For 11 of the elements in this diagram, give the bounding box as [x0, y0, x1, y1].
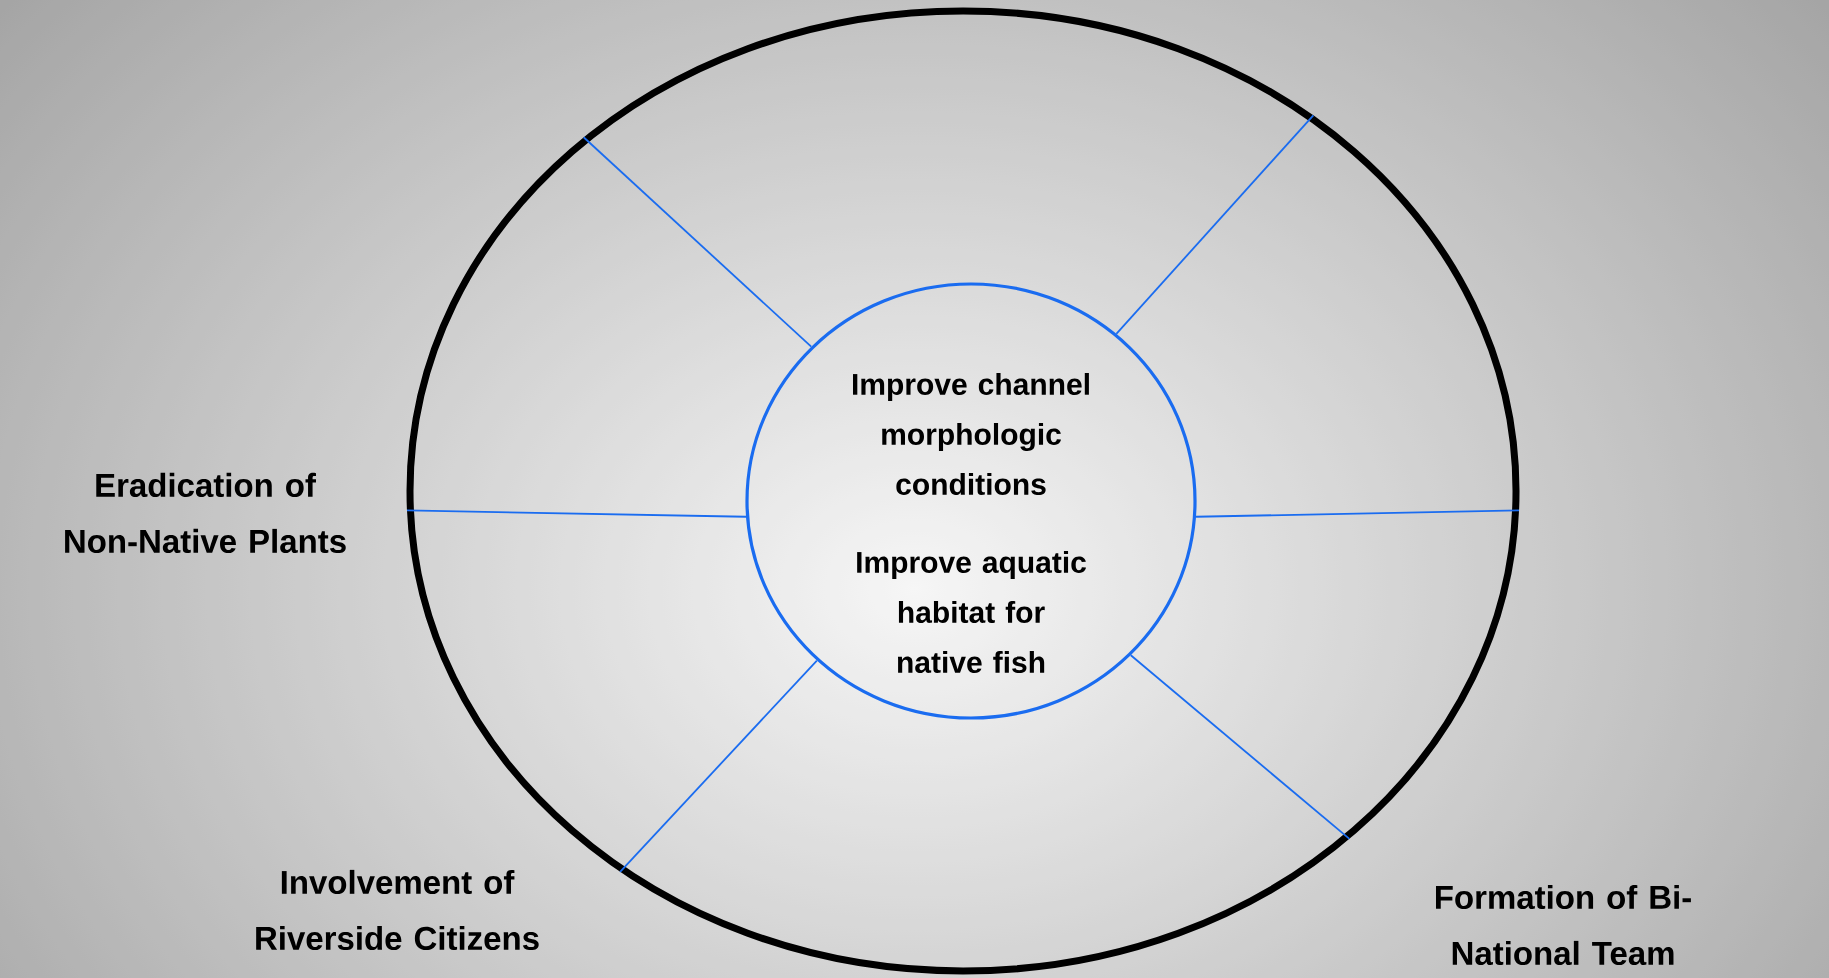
- goal-text: Improve channel morphologic conditions: [853, 373, 1089, 495]
- outer-label: Formation of Bi-National Team: [1436, 884, 1691, 966]
- goal-text: Improve aquatic habitat for native fish: [857, 551, 1086, 673]
- spoke-line: [1115, 114, 1315, 335]
- spoke-line: [406, 509, 747, 518]
- spoke-line: [1129, 654, 1351, 840]
- outer-label: Involvement of Riverside Citizens: [256, 869, 539, 951]
- spoke-line: [582, 136, 813, 348]
- spoke-line: [619, 659, 818, 873]
- outer-label: Eradication of Non-Native Plants: [65, 472, 346, 554]
- spoke-line: [1195, 509, 1520, 518]
